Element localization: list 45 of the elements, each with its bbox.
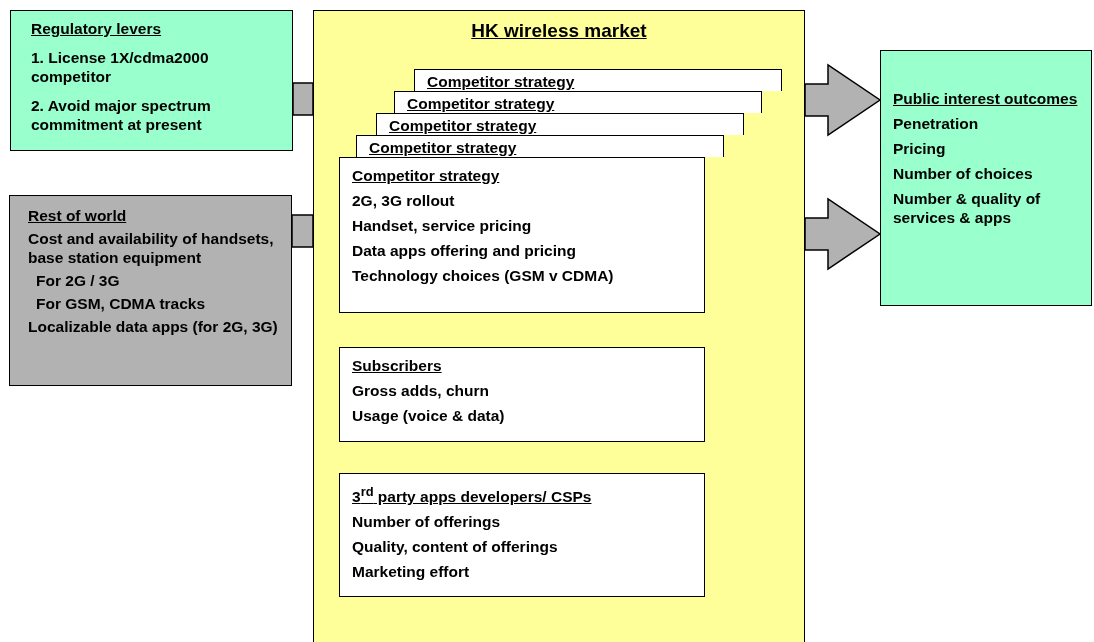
list-item: 2. Avoid major spectrum commitment at present bbox=[31, 96, 212, 134]
subscribers-card bbox=[339, 347, 705, 442]
list-item: Number & quality of services & apps bbox=[893, 189, 1042, 227]
connector-bar bbox=[291, 214, 314, 248]
list-item: Handset, service pricing bbox=[352, 216, 532, 235]
list-item: Usage (voice & data) bbox=[352, 406, 505, 425]
list-item: Gross adds, churn bbox=[352, 381, 489, 400]
developers-card bbox=[339, 473, 705, 597]
list-item: Localizable data apps (for 2G, 3G) bbox=[28, 317, 278, 336]
connector-bar bbox=[292, 82, 314, 116]
node-heading: 3$^{rd}$ party apps developers/ CSPs bbox=[352, 483, 592, 507]
node-heading: Regulatory levers bbox=[31, 19, 162, 38]
node-heading: HK wireless market bbox=[471, 21, 647, 40]
list-item: Quality, content of offerings bbox=[352, 537, 558, 557]
list-item: For GSM, CDMA tracks bbox=[36, 294, 206, 313]
market-panel bbox=[313, 10, 805, 642]
list-item: Cost and availability of handsets, base station equipment bbox=[28, 229, 275, 267]
list-item: Technology choices (GSM v CDMA) bbox=[352, 266, 614, 285]
node-heading: Public interest outcomes bbox=[893, 89, 1078, 108]
node-heading: Competitor strategy bbox=[352, 166, 500, 185]
input-box bbox=[10, 10, 293, 151]
block-arrow bbox=[804, 197, 882, 271]
list-item: Penetration bbox=[893, 114, 979, 133]
stacked-card bbox=[414, 69, 782, 91]
list-item: 2G, 3G rollout bbox=[352, 191, 455, 210]
node-heading: Competitor strategy bbox=[407, 94, 555, 113]
list-item: Marketing effort bbox=[352, 562, 470, 582]
node-heading: Competitor strategy bbox=[389, 116, 537, 135]
node-heading: Subscribers bbox=[352, 356, 442, 375]
strategy-card bbox=[339, 157, 705, 313]
list-item: Number of choices bbox=[893, 164, 1033, 183]
list-item: Pricing bbox=[893, 139, 946, 158]
list-item: Data apps offering and pricing bbox=[352, 241, 576, 260]
outcome-box bbox=[880, 50, 1092, 306]
block-arrow bbox=[804, 63, 882, 137]
stacked-card bbox=[394, 91, 762, 113]
stacked-card bbox=[376, 113, 744, 135]
list-item: Number of offerings bbox=[352, 512, 501, 532]
list-item: 1. License 1X/cdma2000 competitor bbox=[31, 48, 210, 86]
node-heading: Competitor strategy bbox=[427, 72, 575, 91]
stacked-card bbox=[356, 135, 724, 157]
node-heading: Competitor strategy bbox=[369, 138, 517, 157]
node-heading: Rest of world bbox=[28, 206, 127, 225]
input-box bbox=[9, 195, 292, 386]
list-item: For 2G / 3G bbox=[36, 271, 120, 290]
